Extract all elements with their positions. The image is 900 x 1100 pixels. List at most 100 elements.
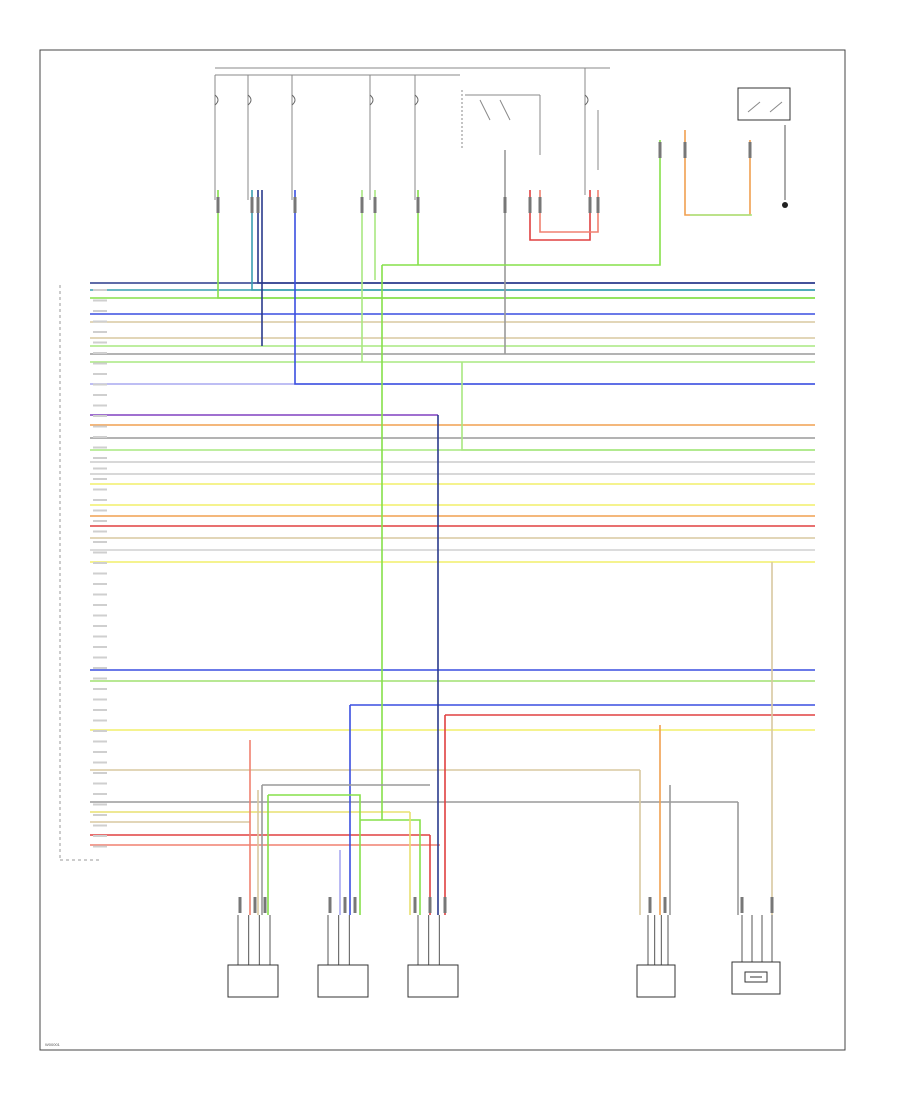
pin-mark xyxy=(93,551,107,554)
knock-sensor-2-legs xyxy=(327,915,350,965)
pin-mark xyxy=(93,772,107,774)
connector-mark xyxy=(293,197,297,213)
pin-mark xyxy=(93,646,107,648)
pin-mark xyxy=(93,667,107,669)
pin-mark xyxy=(93,404,107,407)
wire-harness xyxy=(90,130,815,965)
wire-teal-drop xyxy=(251,190,815,291)
camshaft-sensor-legs xyxy=(647,915,669,965)
knock-sensor-3-box xyxy=(407,964,459,998)
pin-mark xyxy=(93,688,107,690)
pin-mark xyxy=(93,289,107,291)
pin-mark xyxy=(93,425,107,428)
pin-mark xyxy=(93,457,107,459)
pin-mark xyxy=(93,793,107,795)
connector-mark xyxy=(360,197,364,213)
pin-mark xyxy=(93,499,107,501)
wire-green-long-2 xyxy=(461,362,815,451)
wire-connector-marks xyxy=(216,142,774,913)
pin-mark xyxy=(93,446,107,449)
pin-mark xyxy=(93,761,107,764)
knock-sensor-1-box xyxy=(227,964,279,998)
knock-sensor-3-legs xyxy=(417,915,440,965)
pin-mark xyxy=(93,415,107,417)
pin-mark xyxy=(93,362,107,365)
pin-mark xyxy=(93,299,107,302)
heated-o2-sensor-legs xyxy=(741,915,773,965)
connector-mark xyxy=(658,142,662,158)
pin-mark xyxy=(93,782,107,785)
pin-mark xyxy=(93,814,107,816)
pin-mark xyxy=(93,698,107,701)
connector-mark xyxy=(238,897,242,913)
pin-mark xyxy=(93,751,107,753)
pin-mark xyxy=(93,614,107,617)
connector-mark xyxy=(216,197,220,213)
pin-mark xyxy=(93,625,107,627)
pin-mark xyxy=(93,467,107,470)
wire-green-ks-bus xyxy=(268,794,361,915)
pin-mark xyxy=(93,730,107,732)
wire-blue-drop-2 xyxy=(294,190,815,385)
wire-green-ks-bus-2 xyxy=(360,819,421,915)
connector-mark xyxy=(250,197,254,213)
connector-mark xyxy=(588,197,592,213)
wire-red-loop xyxy=(529,190,591,241)
pin-mark xyxy=(93,709,107,711)
connector-mark xyxy=(373,197,377,213)
top-fuse-group xyxy=(214,67,610,200)
pin-mark xyxy=(93,635,107,638)
pin-mark xyxy=(93,824,107,827)
connector-mark xyxy=(328,897,332,913)
connector-mark xyxy=(683,142,687,158)
connector-mark xyxy=(253,897,257,913)
connector-mark xyxy=(663,897,667,913)
pin-mark xyxy=(93,835,107,837)
connector-mark xyxy=(256,197,260,213)
connector-mark xyxy=(596,197,600,213)
pin-mark xyxy=(93,803,107,806)
ecm-pin-marks xyxy=(93,289,107,848)
pin-mark xyxy=(93,352,107,354)
pin-mark xyxy=(93,572,107,575)
pin-mark xyxy=(93,509,107,512)
wire-navy-drop xyxy=(257,190,815,284)
diagram-frame xyxy=(39,49,846,1051)
pin-mark xyxy=(93,677,107,680)
switch-box xyxy=(737,87,791,121)
pin-mark xyxy=(93,740,107,743)
connector-mark xyxy=(770,897,774,913)
relay-switch-icon xyxy=(747,101,783,113)
connector-mark xyxy=(748,142,752,158)
connector-mark xyxy=(528,197,532,213)
connector-mark xyxy=(428,897,432,913)
wire-green-drop-1 xyxy=(217,190,815,299)
pin-mark xyxy=(93,562,107,564)
diagram-id-label: W00001 xyxy=(45,1042,61,1047)
pin-mark xyxy=(93,656,107,659)
fuse-icon xyxy=(214,94,589,106)
connector-mark xyxy=(538,197,542,213)
pin-mark xyxy=(93,478,107,480)
pin-mark xyxy=(93,583,107,585)
connector-mark xyxy=(263,897,267,913)
pin-mark xyxy=(93,593,107,596)
knock-sensor-1-legs xyxy=(237,915,271,965)
wire-green-relay-bus xyxy=(382,140,661,266)
pin-mark xyxy=(93,719,107,722)
camshaft-sensor-box xyxy=(636,964,676,998)
connector-mark xyxy=(353,897,357,913)
connector-mark xyxy=(413,897,417,913)
wire-orange-top xyxy=(684,130,751,216)
connector-mark xyxy=(648,897,652,913)
pin-mark xyxy=(93,383,107,386)
pin-mark xyxy=(93,845,107,848)
ecm-pin-column xyxy=(59,285,100,861)
knock-sensor-2-box xyxy=(317,964,369,998)
connector-mark xyxy=(416,197,420,213)
pin-mark xyxy=(93,373,107,375)
pin-mark xyxy=(93,320,107,323)
pin-mark xyxy=(93,310,107,312)
pin-mark xyxy=(93,541,107,543)
